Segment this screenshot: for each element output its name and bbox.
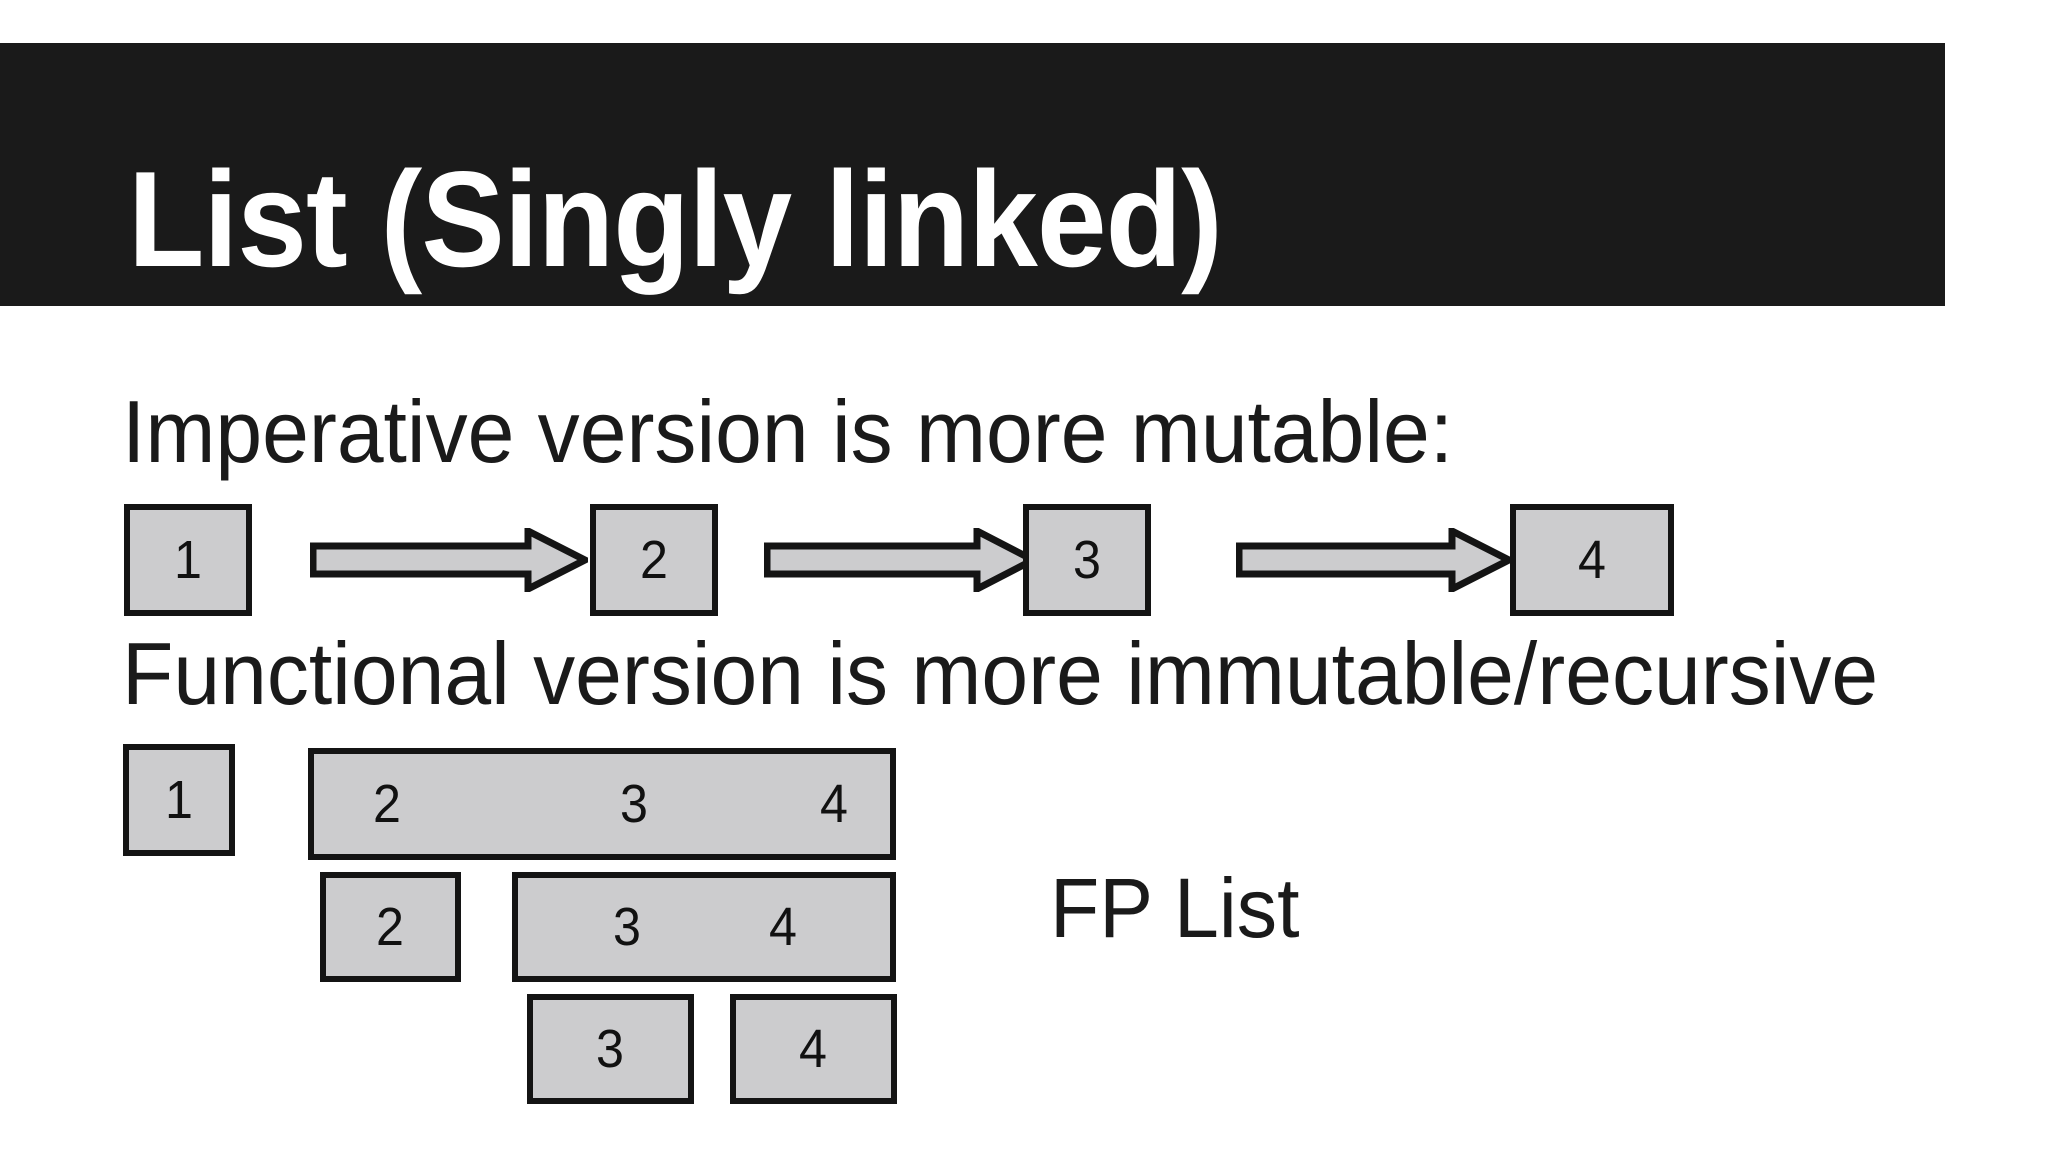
imperative-node-1: 1 — [124, 504, 252, 616]
fp-row-0-tail-box: 2 3 4 — [308, 748, 896, 860]
fp-row-1-tail-labels: 3 4 — [518, 878, 890, 976]
page-title: List (Singly linked) — [128, 143, 1223, 295]
fp-list-caption: FP List — [1050, 861, 1300, 955]
slide-title-bar: List (Singly linked) — [0, 43, 1945, 306]
node-label: 2 — [373, 774, 401, 834]
imperative-heading: Imperative version is more mutable: — [122, 382, 1454, 481]
imperative-node-2: 2 — [590, 504, 718, 616]
fp-row-0-head-box: 1 — [123, 744, 235, 856]
arrow-right-icon — [310, 528, 588, 592]
arrow-right-icon — [1236, 528, 1512, 592]
fp-row-2-head-box: 3 — [527, 994, 694, 1104]
arrow-right-icon — [764, 528, 1036, 592]
fp-row-2-tail-box: 4 — [730, 994, 897, 1104]
imperative-node-3: 3 — [1023, 504, 1151, 616]
node-label: 1 — [174, 530, 202, 590]
imperative-node-4: 4 — [1510, 504, 1674, 616]
node-label: 3 — [1073, 530, 1101, 590]
fp-row-1-tail-box: 3 4 — [512, 872, 896, 982]
node-label: 4 — [799, 1019, 828, 1079]
node-label: 2 — [640, 530, 668, 590]
node-label: 1 — [165, 770, 193, 830]
node-label: 4 — [820, 774, 848, 834]
node-label: 4 — [769, 897, 797, 957]
node-label: 3 — [596, 1019, 625, 1079]
node-label: 4 — [1578, 530, 1606, 590]
fp-row-0-tail-labels: 2 3 4 — [314, 754, 890, 854]
node-label: 3 — [620, 774, 648, 834]
node-label: 2 — [376, 897, 405, 957]
node-label: 3 — [613, 897, 641, 957]
functional-heading: Functional version is more immutable/rec… — [122, 624, 1879, 723]
fp-row-1-head-box: 2 — [320, 872, 461, 982]
